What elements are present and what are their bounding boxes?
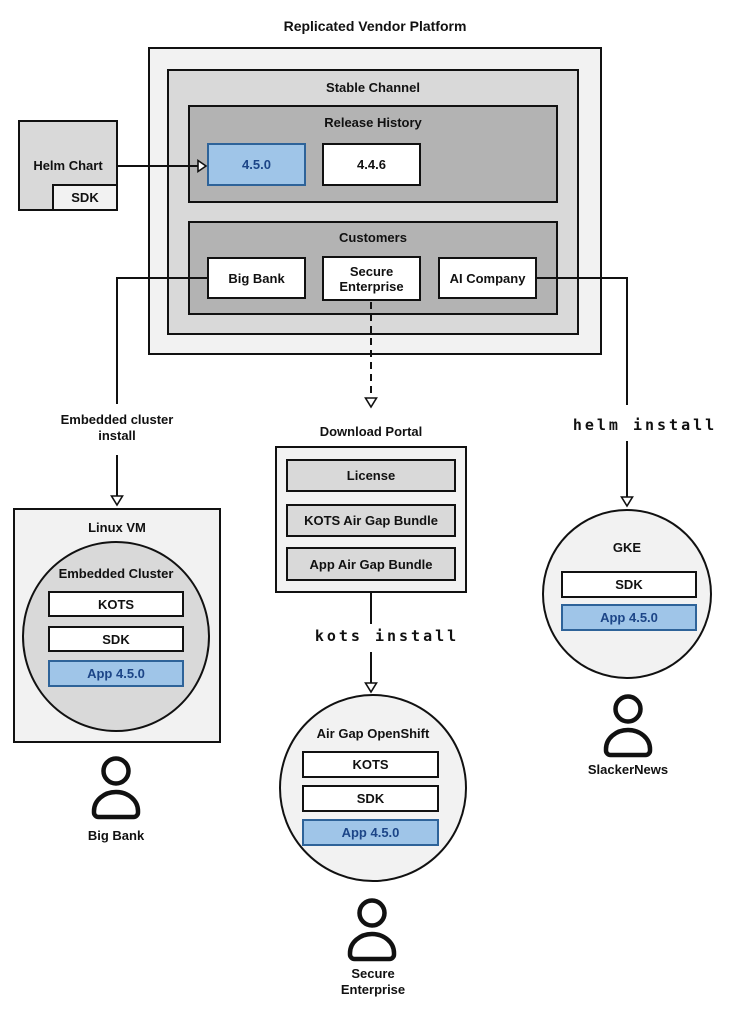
slackernews-user-icon	[598, 694, 658, 758]
release-history-title: Release History	[324, 115, 422, 130]
release-4-4-6: 4.4.6	[322, 143, 421, 186]
portal-license: License	[286, 459, 456, 492]
openshift-app: App 4.5.0	[302, 819, 439, 846]
helm-chart-sdk: SDK	[52, 184, 118, 211]
portal-app-airgap-bundle: App Air Gap Bundle	[286, 547, 456, 581]
customer-ai-company: AI Company	[438, 257, 537, 299]
big-bank-user-icon	[86, 756, 146, 820]
linux-vm-sdk: SDK	[48, 626, 184, 652]
platform-title: Replicated Vendor Platform	[283, 18, 467, 34]
gke-app: App 4.5.0	[561, 604, 697, 631]
secure-enterprise-user-icon	[342, 898, 402, 962]
secure-enterprise-user-label: Secure Enterprise	[340, 966, 406, 997]
customer-big-bank: Big Bank	[207, 257, 306, 299]
linux-vm-title: Linux VM	[88, 520, 146, 535]
linux-vm-app: App 4.5.0	[48, 660, 184, 687]
portal-kots-airgap-bundle: KOTS Air Gap Bundle	[286, 504, 456, 537]
gke-title: GKE	[612, 540, 642, 555]
customers-title: Customers	[339, 230, 407, 245]
linux-vm-kots: KOTS	[48, 591, 184, 617]
openshift-kots: KOTS	[302, 751, 439, 778]
embedded-cluster-title: Embedded Cluster	[58, 566, 174, 581]
stable-channel-title: Stable Channel	[326, 80, 420, 95]
gke-sdk: SDK	[561, 571, 697, 598]
slackernews-user-label: SlackerNews	[587, 762, 669, 777]
airgap-openshift-title: Air Gap OpenShift	[316, 726, 430, 741]
download-portal-title: Download Portal	[319, 424, 423, 439]
helm-chart-label: Helm Chart	[33, 158, 103, 173]
kots-install-label: kots install	[314, 627, 460, 645]
embedded-install-label: Embedded cluster install	[60, 412, 174, 443]
helm-install-label: helm install	[572, 416, 718, 434]
release-4-5-0: 4.5.0	[207, 143, 306, 186]
openshift-sdk: SDK	[302, 785, 439, 812]
big-bank-user-label: Big Bank	[87, 828, 145, 843]
customer-secure-enterprise: Secure Enterprise	[322, 256, 421, 301]
